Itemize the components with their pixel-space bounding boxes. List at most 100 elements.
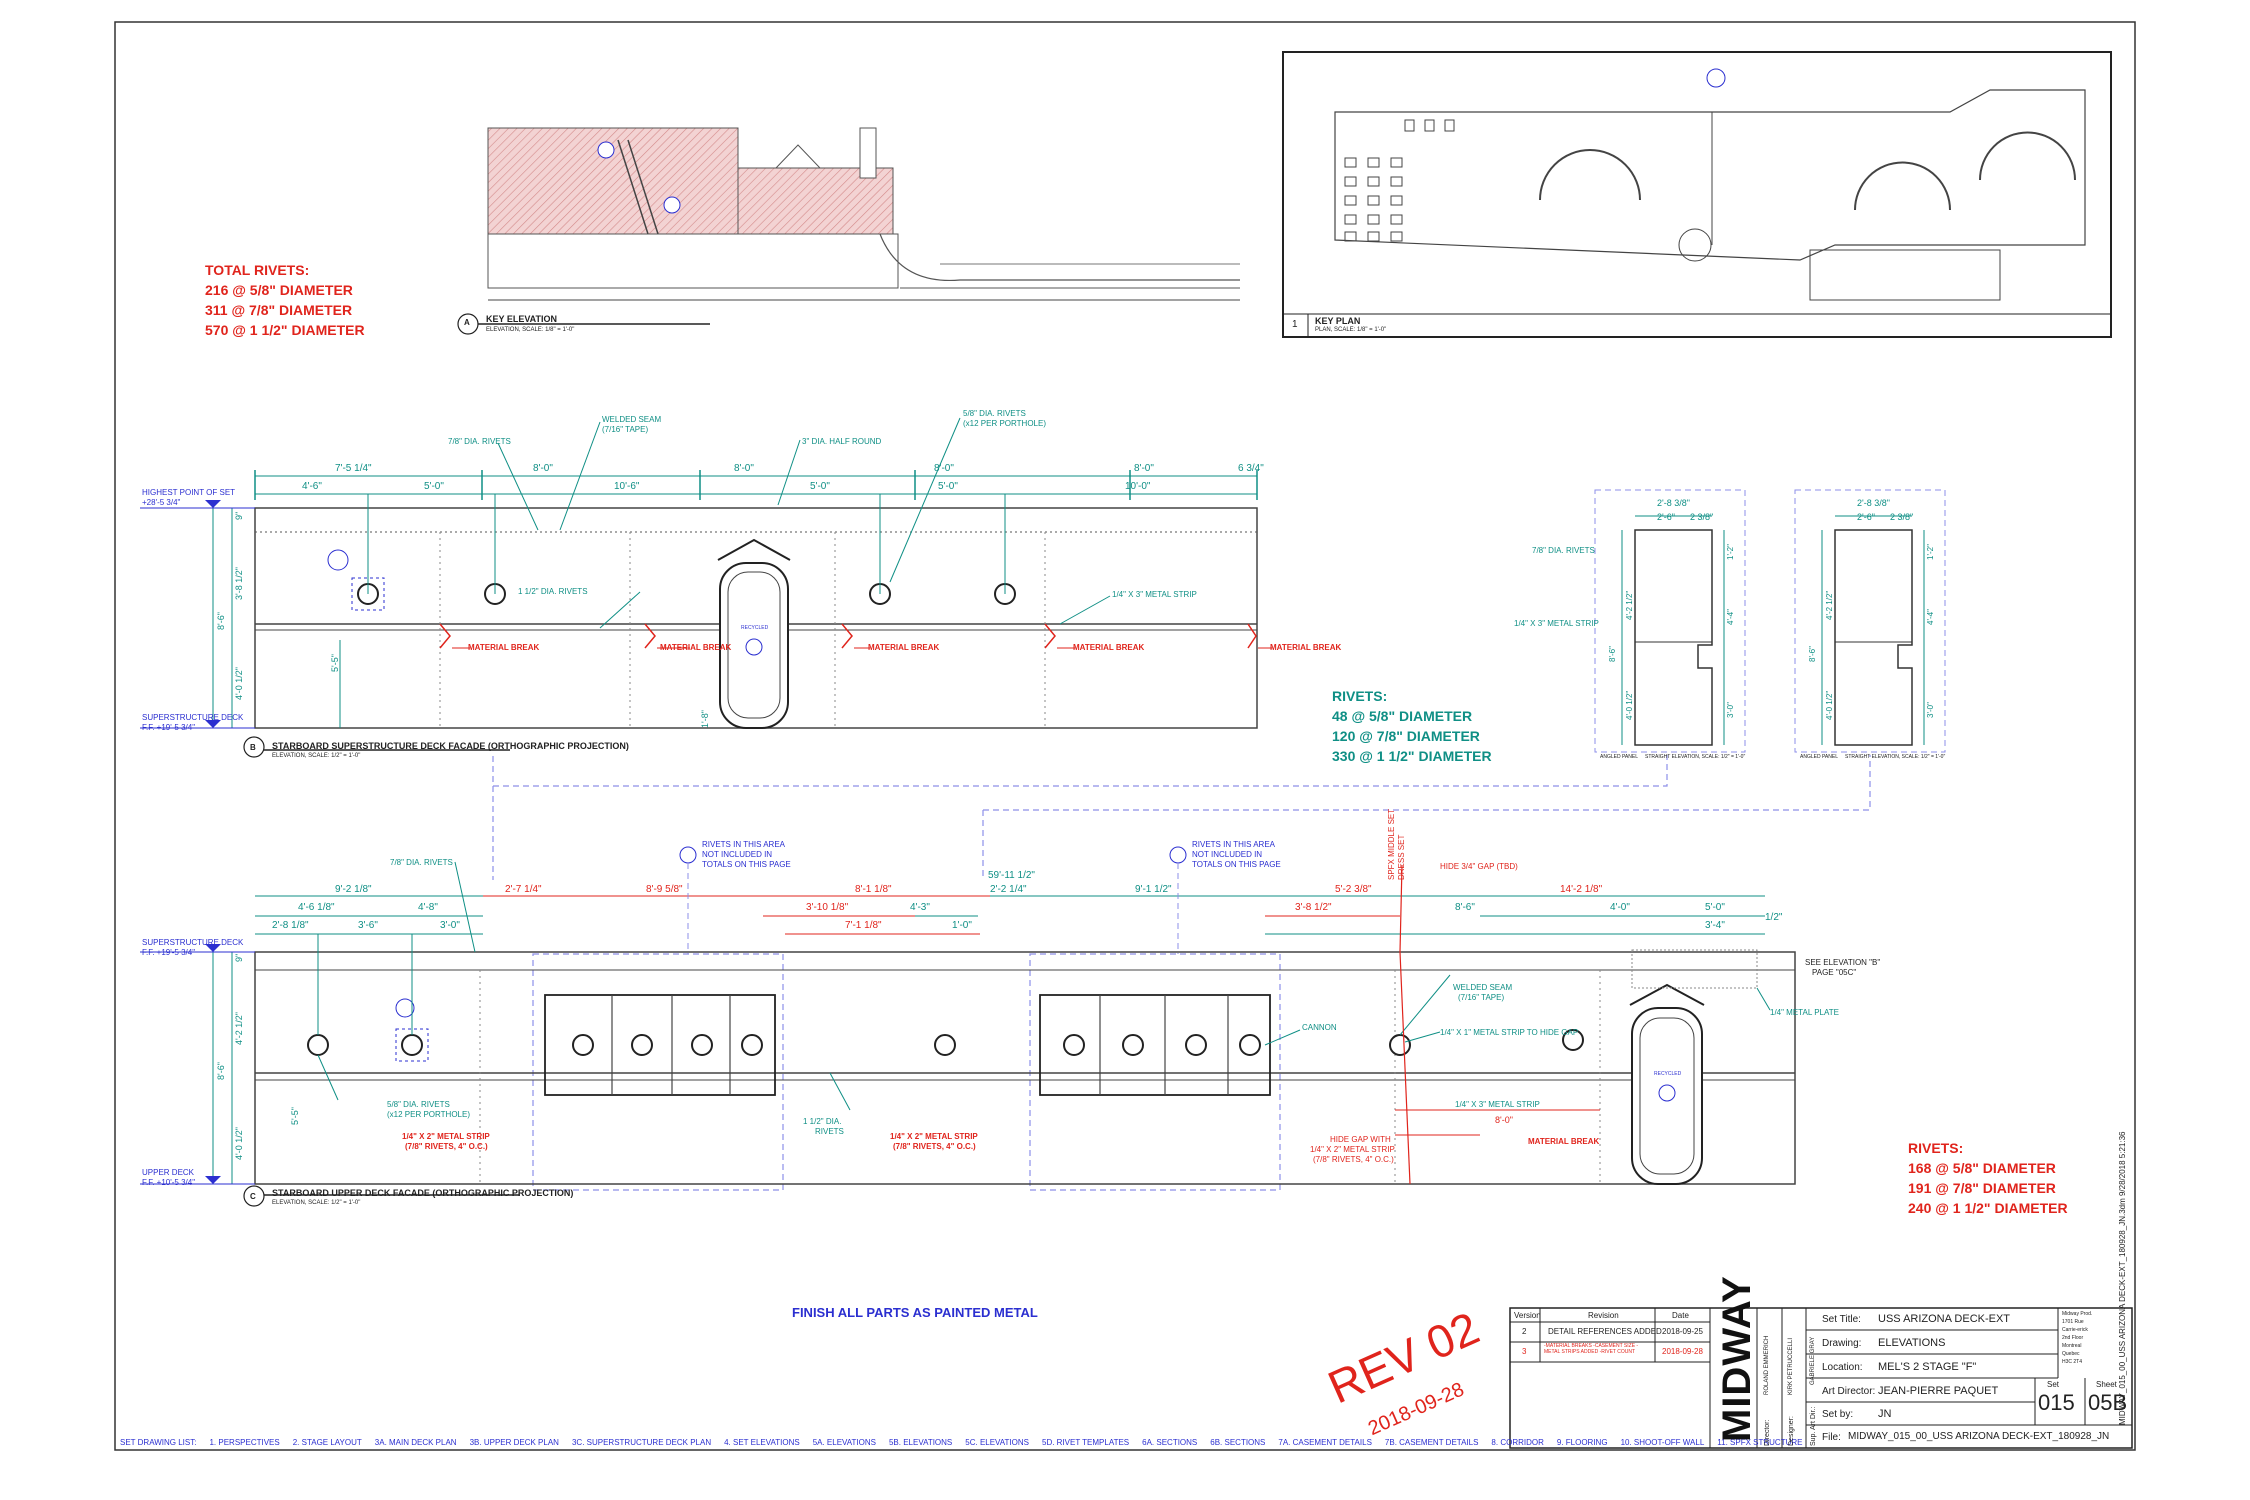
material-break-label: MATERIAL BREAK bbox=[1270, 643, 1342, 652]
dimension: 8'-0" bbox=[533, 463, 553, 474]
drawing-list-item[interactable]: 4. SET ELEVATIONS bbox=[724, 1438, 800, 1447]
material-break-label: MATERIAL BREAK bbox=[660, 643, 732, 652]
note: CANNON bbox=[1302, 1023, 1337, 1032]
note: (7/8" RIVETS, 4" O.C.) bbox=[1313, 1155, 1394, 1164]
total-rivets-title: TOTAL RIVETS: bbox=[205, 262, 310, 278]
key-elevation-mark: A bbox=[464, 318, 470, 327]
person-name: KIRK PETRUCCELLI bbox=[1788, 1337, 1794, 1395]
elevation-b-title: STARBOARD SUPERSTRUCTURE DECK FACADE (OR… bbox=[272, 741, 629, 751]
set-title-label: Set Title: bbox=[1822, 1314, 1861, 1325]
drawing-list-item[interactable]: 7B. CASEMENT DETAILS bbox=[1384, 1438, 1479, 1447]
elevation-b-scale: ELEVATION, SCALE: 1/2" = 1'-0" bbox=[272, 753, 361, 759]
file-label: File: bbox=[1822, 1432, 1841, 1443]
rev-head-date: Date bbox=[1672, 1311, 1689, 1320]
set-label: Set bbox=[2047, 1380, 2060, 1389]
vertical-dimension: 9" bbox=[234, 953, 244, 962]
drawing-list-item[interactable]: 5C. ELEVATIONS bbox=[965, 1438, 1029, 1447]
location-label: Location: bbox=[1822, 1362, 1863, 1373]
sheet-label: Sheet bbox=[2096, 1380, 2117, 1389]
vertical-dimension: 4'-4" bbox=[1726, 609, 1735, 625]
drawing-list-item[interactable]: 5A. ELEVATIONS bbox=[812, 1438, 876, 1447]
drawing-label: Drawing: bbox=[1822, 1338, 1862, 1349]
level-label: SUPERSTRUCTURE DECK bbox=[142, 938, 244, 947]
dimension: 5'-0" bbox=[424, 481, 444, 492]
note: PAGE "05C" bbox=[1812, 968, 1857, 977]
vertical-file-stamp: MIDWAY_015_00_USS ARIZONA DECK-EXT_18092… bbox=[2118, 1131, 2127, 1426]
rivets-line: 191 @ 7/8" DIAMETER bbox=[1908, 1180, 2056, 1196]
sheet-number: 05B bbox=[2088, 1390, 2128, 1415]
level-value: F.F. +19'-5 3/4" bbox=[142, 723, 196, 732]
material-break-label: MATERIAL BREAK bbox=[1528, 1137, 1600, 1146]
rivets-title: RIVETS: bbox=[1908, 1140, 1964, 1156]
dimension: 1/2" bbox=[1765, 912, 1783, 923]
vertical-dimension: 4'-0 1/2" bbox=[234, 667, 244, 700]
art-director-value: JEAN-PIERRE PAQUET bbox=[1878, 1385, 1999, 1397]
detail-connectors bbox=[492, 755, 1871, 1191]
elevation-c-mark: C bbox=[250, 1192, 256, 1201]
dimension: 3'-10 1/8" bbox=[806, 902, 849, 913]
vertical-dimension: 5'-5" bbox=[330, 654, 340, 672]
panel-label: STRAIGHT ELEVATION, SCALE: 1/2" = 1'-0" bbox=[1645, 754, 1746, 760]
elevation-c-drawing bbox=[140, 846, 1796, 1207]
dimension: 10'-6" bbox=[614, 481, 640, 492]
note: (7/8" RIVETS, 4" O.C.) bbox=[405, 1142, 488, 1151]
vertical-dimension: 4'-0 1/2" bbox=[1825, 690, 1834, 720]
drawing-list-item[interactable]: 11. SPFX STRUCTURE bbox=[1717, 1438, 1803, 1447]
drawing-list-item[interactable]: 5D. RIVET TEMPLATES bbox=[1042, 1438, 1130, 1447]
note: 1/4" X 2" METAL STRIP bbox=[1310, 1145, 1395, 1154]
spfx-note: DRESS SET bbox=[1397, 834, 1406, 880]
drawing-list-item[interactable]: 3C. SUPERSTRUCTURE DECK PLAN bbox=[571, 1438, 712, 1447]
drawing-list-item[interactable]: 6A. SECTIONS bbox=[1142, 1438, 1198, 1447]
vertical-dimension: 3'-0" bbox=[1926, 702, 1935, 718]
drawing-list-item[interactable]: 10. SHOOT-OFF WALL bbox=[1620, 1438, 1705, 1447]
dimension: 4'-8" bbox=[418, 902, 438, 913]
rev-version: 2 bbox=[1522, 1327, 1527, 1336]
drawing-list-item[interactable]: 5B. ELEVATIONS bbox=[888, 1438, 953, 1447]
area-note-line: NOT INCLUDED IN bbox=[702, 850, 773, 859]
drawing-list: SET DRAWING LIST: 1. PERSPECTIVES 2. STA… bbox=[120, 1438, 1802, 1447]
note: 5/8" DIA. RIVETS bbox=[963, 409, 1026, 418]
spfx-note: SPFX MIDDLE SET bbox=[1387, 808, 1396, 880]
dimension: 6 3/4" bbox=[1238, 463, 1264, 474]
vertical-dimension: 9" bbox=[234, 511, 244, 520]
dimension: 2'-6" bbox=[1857, 512, 1875, 522]
area-note-line: NOT INCLUDED IN bbox=[1192, 850, 1263, 859]
person-name: GABRIELE GRAY bbox=[1810, 1336, 1816, 1385]
drawing-list-item[interactable]: 3B. UPPER DECK PLAN bbox=[469, 1438, 559, 1447]
drawing-list-item[interactable]: 2. STAGE LAYOUT bbox=[292, 1438, 362, 1447]
elevation-c-title: STARBOARD UPPER DECK FACADE (ORTHOGRAPHI… bbox=[272, 1188, 574, 1198]
rev-version: 3 bbox=[1522, 1347, 1527, 1356]
note: 1/4" X 1" METAL STRIP TO HIDE GAP bbox=[1440, 1028, 1579, 1037]
material-break-label: MATERIAL BREAK bbox=[468, 643, 540, 652]
dimension: 1'-0" bbox=[952, 920, 972, 931]
drawing-list-label: SET DRAWING LIST: bbox=[120, 1438, 197, 1447]
vertical-dimension: 4'-0 1/2" bbox=[1625, 690, 1634, 720]
note: 1/4" METAL PLATE bbox=[1770, 1008, 1839, 1017]
level-label: SUPERSTRUCTURE DECK bbox=[142, 713, 244, 722]
drawing-list-item[interactable]: 1. PERSPECTIVES bbox=[209, 1438, 280, 1447]
logo-midway: MIDWAY bbox=[1715, 1275, 1759, 1442]
vertical-dimension: 8'-6" bbox=[1608, 646, 1617, 662]
file-value: MIDWAY_015_00_USS ARIZONA DECK-EXT_18092… bbox=[1848, 1431, 2110, 1442]
drawing-list-item[interactable]: 9. FLOORING bbox=[1556, 1438, 1608, 1447]
dimension: 3'-8 1/2" bbox=[1295, 902, 1332, 913]
note: 1/4" X 3" METAL STRIP bbox=[1514, 619, 1599, 628]
drawing-list-item[interactable]: 7A. CASEMENT DETAILS bbox=[1278, 1438, 1372, 1447]
area-note-line: RIVETS IN THIS AREA bbox=[702, 840, 785, 849]
vertical-dimension: 4'-4" bbox=[1926, 609, 1935, 625]
drawing-list-item[interactable]: 3A. MAIN DECK PLAN bbox=[374, 1438, 457, 1447]
dimension: 8'-1 1/8" bbox=[855, 884, 892, 895]
panel-detail-drawings bbox=[1594, 489, 1946, 753]
vertical-dimension: 4'-2 1/2" bbox=[1825, 590, 1834, 620]
drawing-list-item[interactable]: 6B. SECTIONS bbox=[1210, 1438, 1266, 1447]
level-value: F.F. +19'-5 3/4" bbox=[142, 948, 196, 957]
company-line: H3C 2T4 bbox=[2062, 1359, 2083, 1365]
person-role: Designer: bbox=[1788, 1416, 1795, 1446]
dimension: 7'-5 1/4" bbox=[335, 463, 372, 474]
level-label: UPPER DECK bbox=[142, 1168, 195, 1177]
elevation-b-drawing bbox=[140, 417, 1272, 758]
note: 7/8" DIA. RIVETS bbox=[390, 858, 453, 867]
rev-description: -MATERIAL BREAKS -CASEMENT SIZE -METAL S… bbox=[1544, 1343, 1639, 1355]
note: RIVETS bbox=[815, 1127, 844, 1136]
drawing-list-item[interactable]: 8. CORRIDOR bbox=[1491, 1438, 1544, 1447]
